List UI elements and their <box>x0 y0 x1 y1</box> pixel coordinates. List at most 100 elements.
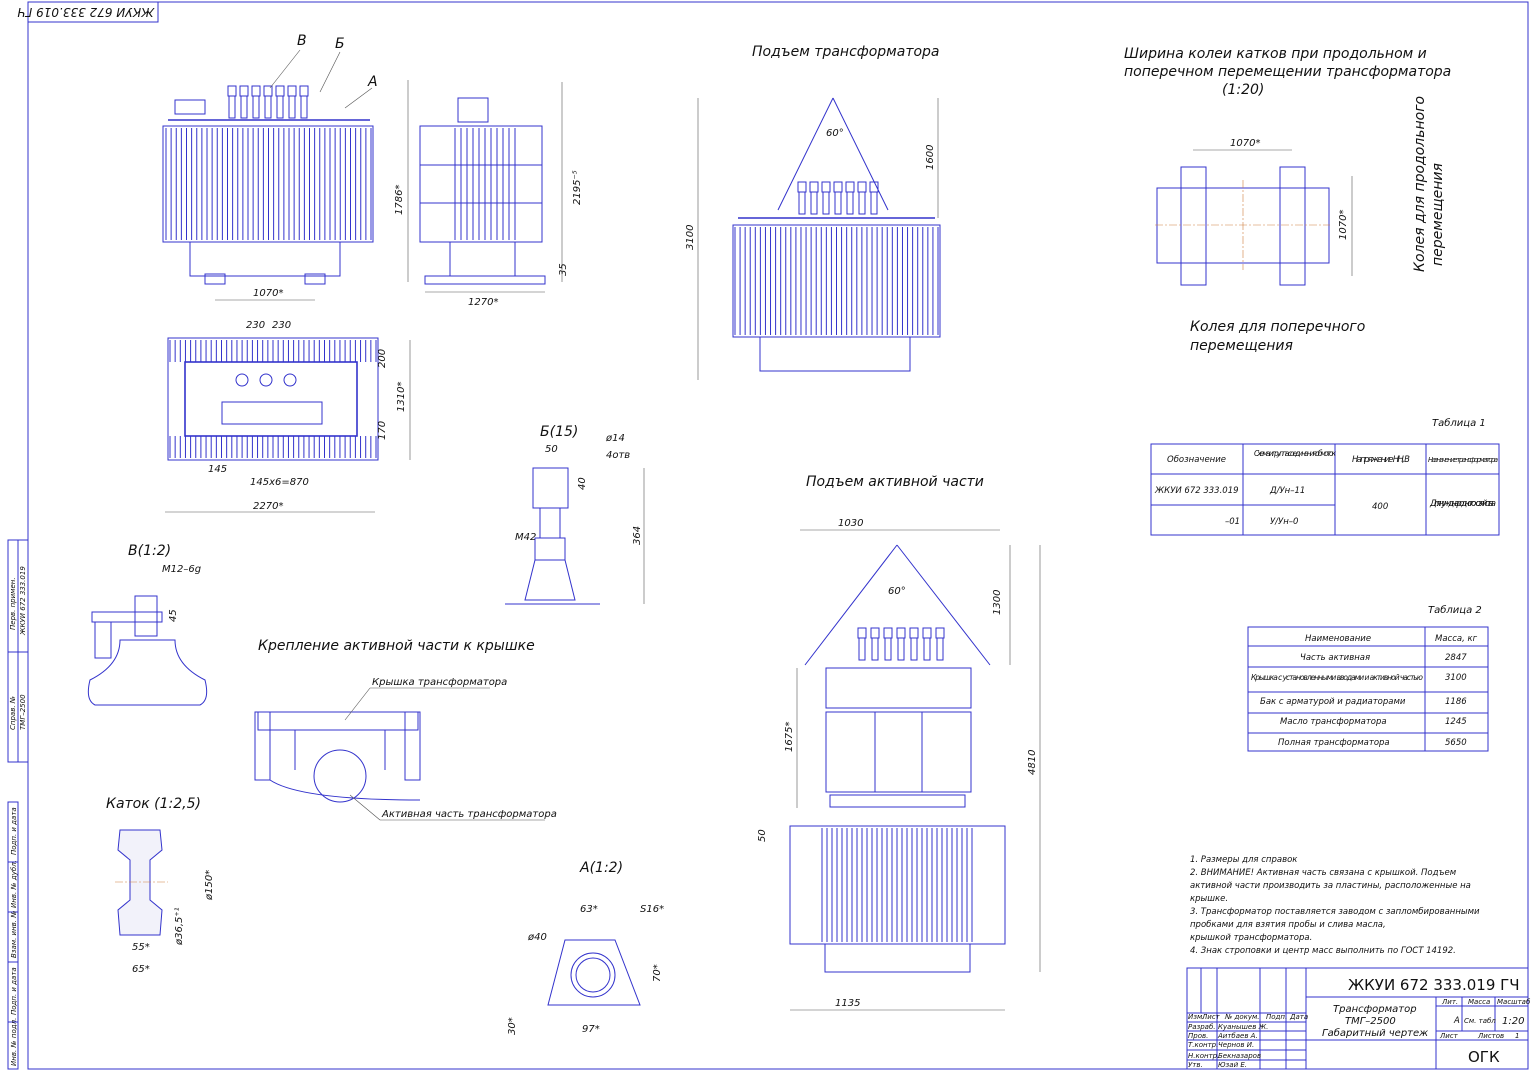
radiator-fins <box>169 340 377 362</box>
dim: 50 <box>757 829 768 842</box>
col-header: Изм. <box>1188 1013 1204 1021</box>
dim: 364 <box>632 526 643 545</box>
note-line: 4. Знак строповки и центр масс выполнить… <box>1190 946 1456 956</box>
rotated-stamp: ЖКУИ 672 333.019 ГЧ <box>17 1 159 23</box>
t1-header: Напряжение НН, В <box>1352 455 1410 465</box>
role-name: Юзай Е. <box>1218 1061 1247 1069</box>
lit-label: Лит. <box>1441 998 1458 1006</box>
track-view: Ширина колеи катков при продольном и поп… <box>1124 46 1451 354</box>
strip-field: Подп. и дата <box>10 807 18 855</box>
t1-header: Схема и группа соединения обмоток <box>1254 449 1336 458</box>
radiator-fins <box>734 227 939 335</box>
t1-header: Обозначение <box>1167 455 1226 465</box>
stamp-text: ЖКУИ 672 333.019 ГЧ <box>17 5 155 19</box>
bushings <box>797 181 879 215</box>
angle: 60° <box>888 586 906 597</box>
role: Т.контр. <box>1188 1041 1218 1049</box>
bushings <box>227 85 309 119</box>
dim: 55* <box>132 942 150 953</box>
radiator-fins <box>821 828 973 942</box>
dim: М12–6g <box>162 564 201 575</box>
dim: 145 <box>208 464 227 475</box>
note-line: крышкой трансформатора. <box>1190 933 1312 943</box>
note-line: пробками для взятия пробы и слива масла, <box>1190 920 1386 930</box>
role: Утв. <box>1188 1061 1203 1069</box>
label-active: Активная часть трансформатора <box>381 809 557 820</box>
org: ОГК <box>1468 1048 1500 1066</box>
dim: 4отв <box>606 450 630 461</box>
t1-header: Назначение трансформатора <box>1428 456 1498 464</box>
dim: 1600 <box>925 145 936 170</box>
t2-header: Масса, кг <box>1435 634 1478 644</box>
track-transverse-1: Колея для поперечного <box>1190 319 1365 335</box>
radiator-fins <box>165 128 372 240</box>
track-title-1: Ширина колеи катков при продольном и <box>1124 46 1427 62</box>
scale-value: 1:20 <box>1502 1016 1524 1027</box>
detail-v: В(1:2) М12–6g 45 <box>87 543 208 706</box>
col-header: Подп. <box>1266 1013 1287 1021</box>
perv-label: Перв. примен. <box>9 577 17 630</box>
dim: 40 <box>577 477 588 490</box>
t1-voltage: 400 <box>1372 502 1388 512</box>
dim: ø40 <box>527 932 547 943</box>
dim: 1300 <box>992 590 1003 615</box>
sheet-label: Лист <box>1439 1032 1459 1040</box>
t2-mass: 5650 <box>1445 738 1467 748</box>
dim: 1070* <box>1338 210 1349 240</box>
dim: 230 <box>246 320 265 331</box>
roller-view: Каток (1:2,5) ø150* ø36,5⁺¹ 55* 65* <box>106 796 215 975</box>
mass-label: Масса <box>1468 998 1490 1006</box>
dim: 2270* <box>253 501 283 512</box>
note-line: активной части производить за пластины, … <box>1190 881 1471 891</box>
table-1: Таблица 1 Обозначение Схема и группа сое… <box>1150 417 1500 536</box>
side-strip: Перв. примен. ЖКУИ 672 333.019 Справ. № … <box>7 539 29 1070</box>
front-view: В Б А 1786* 1070* <box>162 33 409 301</box>
dim: 230 <box>272 320 291 331</box>
dim: 1030 <box>838 518 863 529</box>
lift-active-title: Подъем активной части <box>806 474 984 490</box>
role: Н.контр. <box>1188 1052 1219 1060</box>
t1-cell: У/Ун–0 <box>1270 517 1298 527</box>
role-name: Бекназаров <box>1218 1052 1261 1060</box>
sheets-value: 1 <box>1515 1032 1519 1040</box>
mass-value: См. табл <box>1464 1017 1496 1025</box>
t2-name: Крышка с установленными вводами и активн… <box>1251 673 1423 682</box>
t1-cell: Д/Ун–11 <box>1269 486 1305 496</box>
t1-purpose: Для нужд народного хозяйства <box>1429 499 1496 509</box>
plan-view: 230 230 200 1310* 170 145 145х6=870 2270… <box>165 320 411 513</box>
dim: 63* <box>580 904 598 915</box>
bushings <box>857 627 945 661</box>
role-name: Чернов И. <box>1218 1041 1254 1049</box>
name-line: Трансформатор <box>1333 1004 1417 1015</box>
dim: 1070* <box>1230 138 1260 149</box>
detail-b-title: Б(15) <box>540 424 578 440</box>
t2-name: Полная трансформатора <box>1278 738 1390 748</box>
scale-label: Масштаб <box>1497 998 1531 1006</box>
dim: 170 <box>377 421 388 440</box>
radiator-fins <box>169 436 377 458</box>
dim: М42 <box>515 532 536 543</box>
callout-a: А <box>367 74 378 90</box>
radiator-fins <box>454 128 516 240</box>
role-name: Куанышев Ж. <box>1218 1023 1268 1031</box>
detail-a-title: А(1:2) <box>579 860 623 876</box>
lift-active-view: Подъем активной части 1030 60° 1300 1675… <box>757 474 1041 1011</box>
strip-field: Инв. № дубл. <box>10 860 18 908</box>
roller-title: Каток (1:2,5) <box>106 796 201 812</box>
sprav-value: ТМГ–2500 <box>19 694 27 730</box>
dim: 1786* <box>394 185 405 215</box>
col-header: № докум. <box>1224 1013 1260 1021</box>
dim: 30* <box>507 1017 518 1035</box>
role: Разраб. <box>1188 1023 1216 1031</box>
table-2-caption: Таблица 2 <box>1428 604 1482 616</box>
dim: 1310* <box>396 382 407 412</box>
role-name: Аитбаев А. <box>1217 1032 1258 1040</box>
lift-transformer-view: Подъем трансформатора 60° 3100 1600 <box>685 44 941 380</box>
dim: ø150* <box>204 870 215 901</box>
t2-mass: 3100 <box>1445 673 1467 683</box>
dim: 4810 <box>1027 750 1038 775</box>
fastening-view: Крепление активной части к крышке Крышка… <box>254 638 557 821</box>
designation: ЖКУИ 672 333.019 ГЧ <box>1348 976 1520 994</box>
role: Пров. <box>1188 1032 1208 1040</box>
